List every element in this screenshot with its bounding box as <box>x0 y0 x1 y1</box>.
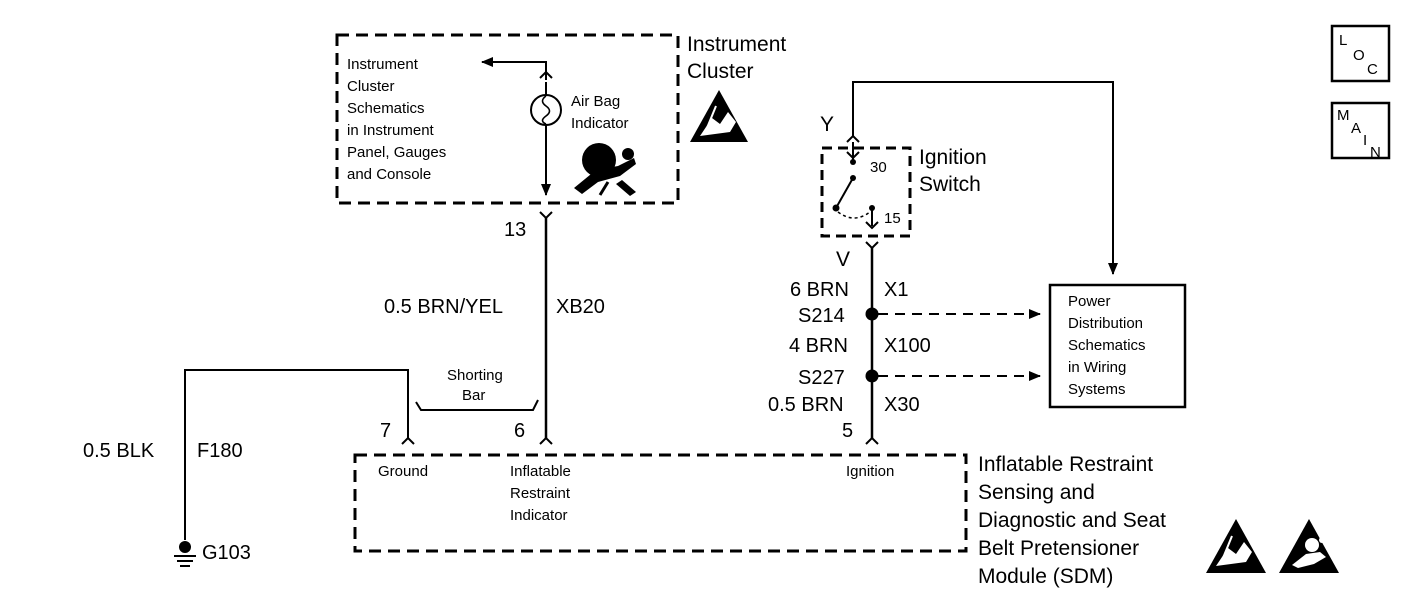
instrument-cluster-box <box>335 33 680 205</box>
air-bag-indicator-label: Indicator <box>571 115 629 132</box>
sdm-module: Ground Inflatable Restraint Indicator Ig… <box>353 453 1339 588</box>
sdm-pin-label: Indicator <box>510 507 568 524</box>
circuit-number: X100 <box>884 335 931 357</box>
instrument-cluster-reference[interactable]: in Instrument <box>347 122 435 139</box>
ignition-switch-title: Ignition <box>919 146 987 169</box>
pin-number: 6 <box>514 420 525 442</box>
ground-circuit: 7 0.5 BLK F180 G103 <box>83 369 415 567</box>
instrument-cluster-reference[interactable]: and Console <box>347 166 431 183</box>
indicator-lamp-filament <box>541 95 551 125</box>
ignition-switch: Ignition Switch Y V 30 15 <box>820 81 1118 275</box>
circuit-number: XB20 <box>556 296 605 318</box>
instrument-cluster: Instrument Cluster Instrument Cluster Sc… <box>335 33 786 205</box>
ignition-pin-v: V <box>836 248 850 271</box>
ignition-circuit: 6 BRN X1 S214 4 BRN X100 S227 0.5 BRN X3… <box>768 248 1041 445</box>
power-distribution-text[interactable]: Systems <box>1068 381 1126 398</box>
sdm-pin-label: Ignition <box>846 463 894 480</box>
circuit-number: F180 <box>197 440 243 462</box>
loc-letter[interactable]: C <box>1367 61 1378 78</box>
sdm-pin-label: Ground <box>378 463 428 480</box>
connector-hook <box>865 241 879 250</box>
airbag-warning-icon <box>1279 519 1339 573</box>
ignition-switch-box <box>820 146 912 238</box>
splice-label: S227 <box>798 367 845 389</box>
sdm-box <box>353 453 968 553</box>
power-distribution-text[interactable]: Distribution <box>1068 315 1143 332</box>
ground-location-label: G103 <box>202 542 251 564</box>
main-button[interactable]: M A I N <box>1330 101 1391 161</box>
circuit-number: X1 <box>884 279 908 301</box>
reference-arrow <box>481 57 547 80</box>
terminal-30: 30 <box>870 159 887 176</box>
airbag-indicator-circuit: 13 0.5 BRN/YEL XB20 6 <box>384 211 605 445</box>
sdm-title: Inflatable Restraint <box>978 453 1153 476</box>
sdm-title: Belt Pretensioner <box>978 537 1139 560</box>
main-letter[interactable]: M <box>1337 107 1350 124</box>
power-distribution-box[interactable] <box>1048 283 1187 409</box>
air-bag-indicator-label: Air Bag <box>571 93 620 110</box>
splice-s227 <box>865 369 879 383</box>
pin-number: 13 <box>504 219 526 241</box>
connector-hook <box>846 134 860 143</box>
sdm-pin-label: Restraint <box>510 485 571 502</box>
main-letter[interactable]: I <box>1363 132 1367 149</box>
sdm-pin-label: Inflatable <box>510 463 571 480</box>
power-distribution-reference[interactable]: Power Distribution Schematics in Wiring … <box>1048 283 1187 409</box>
pin-number: 5 <box>842 420 853 442</box>
connector-hook <box>539 70 553 79</box>
ground-icon <box>174 541 196 567</box>
main-letter[interactable]: A <box>1351 120 1361 137</box>
sdm-title: Sensing and <box>978 481 1095 504</box>
loc-letter[interactable]: L <box>1339 32 1347 49</box>
main-letter[interactable]: N <box>1370 144 1381 161</box>
wire-color-label: 4 BRN <box>789 335 848 357</box>
sdm-title: Module (SDM) <box>978 565 1113 588</box>
instrument-cluster-reference[interactable]: Schematics <box>347 100 425 117</box>
sdm-title: Diagnostic and Seat <box>978 509 1166 532</box>
switch-travel <box>837 211 871 219</box>
pin-number: 7 <box>380 420 391 442</box>
splice-s214 <box>865 307 879 321</box>
ignition-pin-y: Y <box>820 113 834 136</box>
indicator-lamp-icon <box>530 94 562 126</box>
instrument-cluster-reference[interactable]: Instrument <box>347 56 419 73</box>
connector-hook <box>865 436 879 445</box>
circuit-number: X30 <box>884 394 920 416</box>
shorting-bar: Shorting Bar <box>415 367 539 411</box>
power-distribution-text[interactable]: Power <box>1068 293 1111 310</box>
splice-label: S214 <box>798 305 845 327</box>
connector-hook <box>401 436 415 445</box>
switch-blade <box>835 177 854 209</box>
wire-color-label: 0.5 BRN <box>768 394 844 416</box>
connector-hook <box>539 211 553 220</box>
shorting-bar-label: Shorting <box>447 367 503 384</box>
shorting-bar-label: Bar <box>462 387 485 404</box>
power-distribution-text[interactable]: Schematics <box>1068 337 1146 354</box>
loc-letter[interactable]: O <box>1353 47 1365 64</box>
wire-color-label: 0.5 BRN/YEL <box>384 296 503 318</box>
connector-hook <box>865 221 879 230</box>
instrument-cluster-title: Instrument <box>687 33 786 56</box>
esd-warning-icon <box>690 90 748 142</box>
terminal-15: 15 <box>884 210 901 227</box>
wire <box>184 369 409 540</box>
connector-hook <box>539 436 553 445</box>
connector-hook <box>846 151 860 160</box>
power-distribution-text[interactable]: in Wiring <box>1068 359 1126 376</box>
instrument-cluster-reference[interactable]: Cluster <box>347 78 395 95</box>
instrument-cluster-title: Cluster <box>687 60 754 83</box>
instrument-cluster-reference[interactable]: Panel, Gauges <box>347 144 446 161</box>
wire-color-label: 6 BRN <box>790 279 849 301</box>
wire-color-label: 0.5 BLK <box>83 440 155 462</box>
airbag-icon <box>574 143 636 196</box>
esd-warning-icon <box>1206 519 1266 573</box>
loc-button[interactable]: L O C <box>1330 24 1391 83</box>
ignition-switch-title: Switch <box>919 173 981 196</box>
wire <box>852 81 1118 275</box>
